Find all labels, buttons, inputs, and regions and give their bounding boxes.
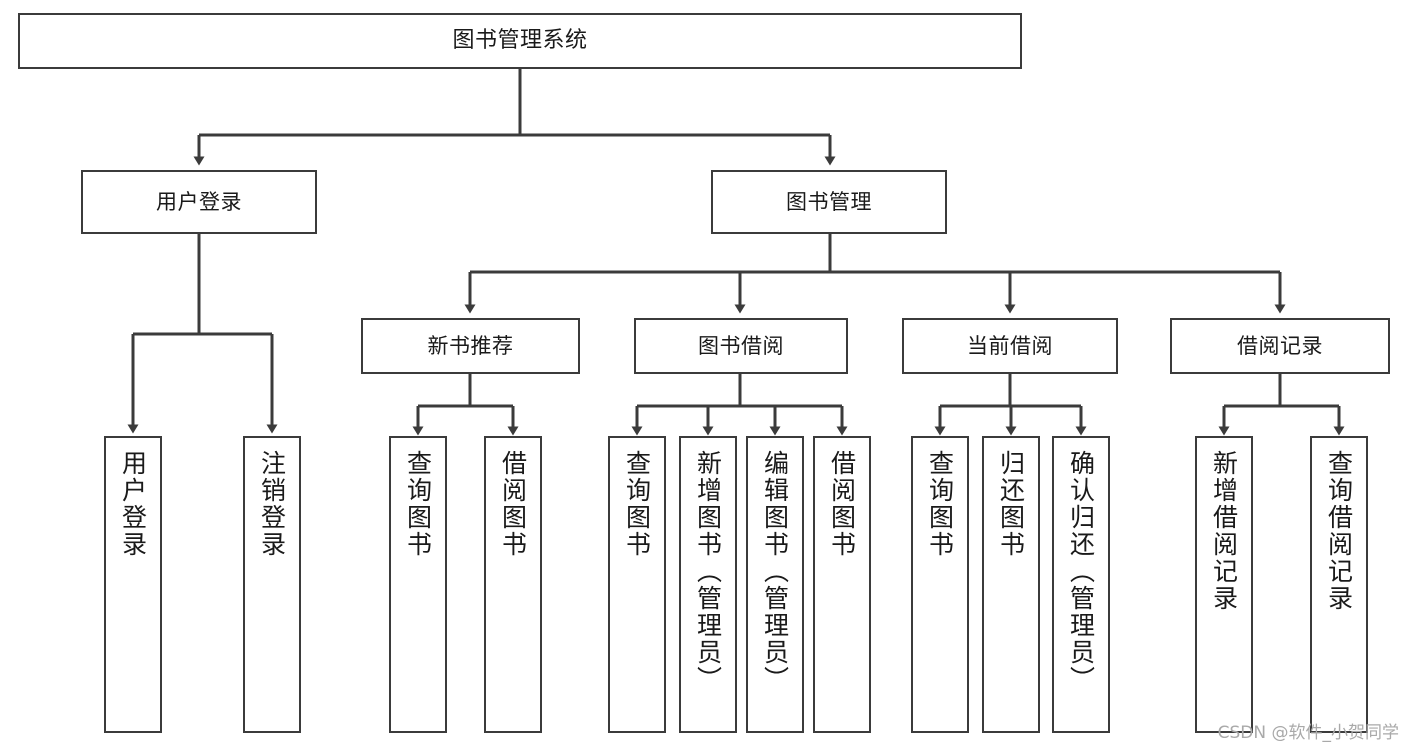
node-leaf-add-book-label: 新增图书（管理员）: [693, 450, 723, 693]
node-leaf-borrow-book-2-label: 借阅图书: [827, 450, 857, 558]
node-borrow-records-label: 借阅记录: [1237, 333, 1323, 358]
node-leaf-logout[interactable]: 注销登录: [243, 436, 301, 733]
node-leaf-return-book-label: 归还图书: [996, 450, 1026, 558]
node-leaf-borrow-book-1[interactable]: 借阅图书: [484, 436, 542, 733]
node-user-login[interactable]: 用户登录: [81, 170, 317, 234]
node-leaf-add-record[interactable]: 新增借阅记录: [1195, 436, 1253, 733]
node-leaf-confirm-return[interactable]: 确认归还（管理员）: [1052, 436, 1110, 733]
node-leaf-query-book-2[interactable]: 查询图书: [608, 436, 666, 733]
node-leaf-edit-book[interactable]: 编辑图书（管理员）: [746, 436, 804, 733]
node-borrow-records[interactable]: 借阅记录: [1170, 318, 1390, 374]
node-leaf-query-book-1-label: 查询图书: [403, 450, 433, 558]
csdn-watermark: CSDN @软件_小贺同学: [1217, 723, 1399, 743]
node-leaf-query-book-1[interactable]: 查询图书: [389, 436, 447, 733]
node-book-borrow[interactable]: 图书借阅: [634, 318, 848, 374]
node-leaf-query-book-2-label: 查询图书: [622, 450, 652, 558]
node-root-label: 图书管理系统: [452, 28, 588, 54]
node-leaf-logout-label: 注销登录: [257, 450, 287, 558]
node-leaf-add-record-label: 新增借阅记录: [1209, 450, 1239, 612]
node-leaf-query-book-3-label: 查询图书: [925, 450, 955, 558]
node-book-management[interactable]: 图书管理: [711, 170, 947, 234]
node-current-borrow-label: 当前借阅: [967, 333, 1053, 358]
node-leaf-borrow-book-1-label: 借阅图书: [498, 450, 528, 558]
node-leaf-query-book-3[interactable]: 查询图书: [911, 436, 969, 733]
node-user-login-label: 用户登录: [156, 189, 242, 214]
node-leaf-user-login[interactable]: 用户登录: [104, 436, 162, 733]
node-book-borrow-label: 图书借阅: [698, 333, 784, 358]
node-leaf-edit-book-label: 编辑图书（管理员）: [760, 450, 790, 693]
node-leaf-borrow-book-2[interactable]: 借阅图书: [813, 436, 871, 733]
node-leaf-add-book[interactable]: 新增图书（管理员）: [679, 436, 737, 733]
node-current-borrow[interactable]: 当前借阅: [902, 318, 1118, 374]
node-leaf-user-login-label: 用户登录: [118, 450, 148, 558]
node-leaf-query-record[interactable]: 查询借阅记录: [1310, 436, 1368, 733]
node-new-book-recommend-label: 新书推荐: [427, 333, 514, 358]
node-leaf-confirm-return-label: 确认归还（管理员）: [1066, 450, 1096, 693]
node-book-management-label: 图书管理: [786, 189, 872, 214]
node-leaf-query-record-label: 查询借阅记录: [1324, 450, 1354, 612]
node-leaf-return-book[interactable]: 归还图书: [982, 436, 1040, 733]
node-new-book-recommend[interactable]: 新书推荐: [361, 318, 580, 374]
node-root[interactable]: 图书管理系统: [18, 13, 1022, 69]
